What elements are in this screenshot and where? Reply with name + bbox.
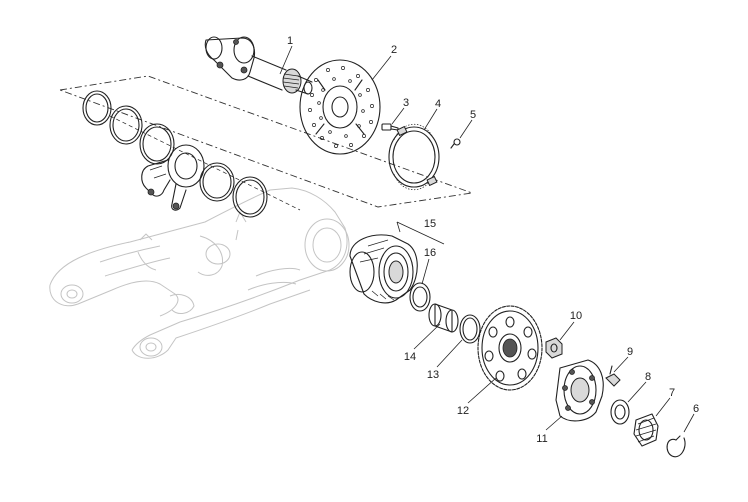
washer: [610, 399, 630, 425]
callout-10: 10: [570, 310, 582, 322]
subassembly-boundary: [58, 75, 473, 208]
sprocket: [477, 305, 543, 391]
callout-13: 13: [427, 369, 439, 381]
brake-disc: [299, 59, 381, 155]
callout-2: 2: [391, 44, 397, 56]
ring-screw: [450, 138, 461, 149]
callout-1: 1: [287, 35, 293, 47]
callout-5: 5: [470, 109, 476, 121]
callout-15: 15: [424, 218, 436, 230]
callout-9: 9: [627, 346, 633, 358]
circlip: [666, 435, 686, 458]
sprocket-flange: [555, 359, 604, 422]
callout-6: 6: [693, 403, 699, 415]
callout-16: 16: [424, 247, 436, 259]
sensor-ring: [388, 123, 440, 191]
seal-ring: [409, 282, 431, 312]
swingarm-outline: [49, 187, 350, 359]
upper-axis-line: [109, 115, 301, 211]
eccentric-hub: [349, 234, 418, 304]
axle-nut: [633, 413, 659, 447]
callout-4: 4: [435, 98, 441, 110]
callout-12: 12: [457, 405, 469, 417]
callout-labels: 1 2 3 4 5 6 7 8 9 10 11 12 13 14 15 16: [287, 35, 699, 445]
callout-14: 14: [404, 351, 416, 363]
thin-ring: [459, 314, 481, 344]
disc-screw: [381, 123, 399, 131]
caliper-bracket: [141, 144, 205, 211]
callout-3: 3: [403, 97, 409, 109]
callout-11: 11: [536, 433, 547, 445]
spacer-rings: [82, 90, 268, 218]
hub-shaft: [204, 36, 313, 95]
leader-lines: [279, 45, 695, 433]
callout-7: 7: [669, 387, 675, 399]
callout-8: 8: [645, 371, 651, 383]
sprocket-nut: [545, 337, 563, 359]
spacer-sleeve: [428, 303, 459, 333]
flange-stud: [605, 365, 621, 387]
